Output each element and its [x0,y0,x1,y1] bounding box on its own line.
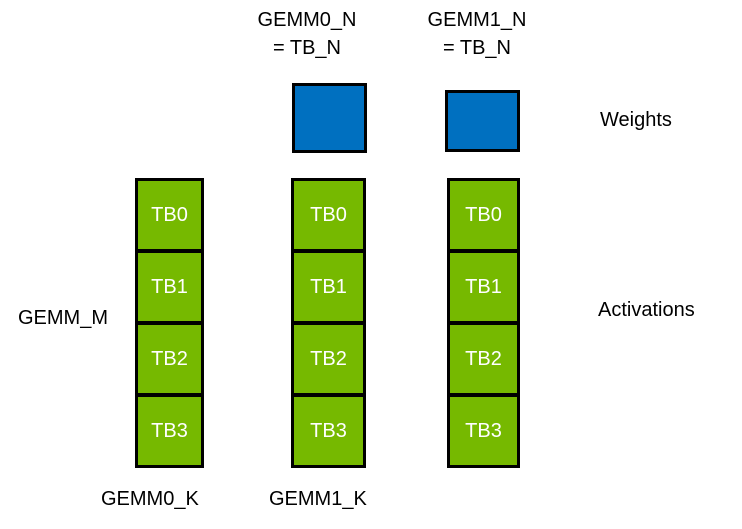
tb-cell: TB0 [450,181,517,249]
label-gemm0-k: GEMM0_K [101,488,199,510]
label-gemm1-k: GEMM1_K [269,488,367,510]
tb-cell: TB3 [138,393,201,465]
label-weights: Weights [600,109,672,131]
tb-cell: TB2 [294,321,363,393]
tb-cell: TB0 [138,181,201,249]
label-gemm-m: GEMM_M [18,307,108,329]
tb-cell: TB1 [294,249,363,321]
tb-cell: TB2 [138,321,201,393]
tb-cell: TB3 [294,393,363,465]
tb-cell: TB1 [450,249,517,321]
weights-box-gemm1 [445,90,520,152]
label-activations: Activations [598,299,695,321]
tb-cell: TB1 [138,249,201,321]
label-gemm0-n: GEMM0_N = TB_N [257,9,357,59]
weights-box-gemm0 [292,83,367,153]
tb-cell: TB3 [450,393,517,465]
tb-cell: TB0 [294,181,363,249]
activation-column-2: TB0 TB1 TB2 TB3 [447,178,520,468]
activation-column-1: TB0 TB1 TB2 TB3 [291,178,366,468]
tb-cell: TB2 [450,321,517,393]
label-gemm1-n: GEMM1_N = TB_N [427,9,527,59]
activation-column-0: TB0 TB1 TB2 TB3 [135,178,204,468]
